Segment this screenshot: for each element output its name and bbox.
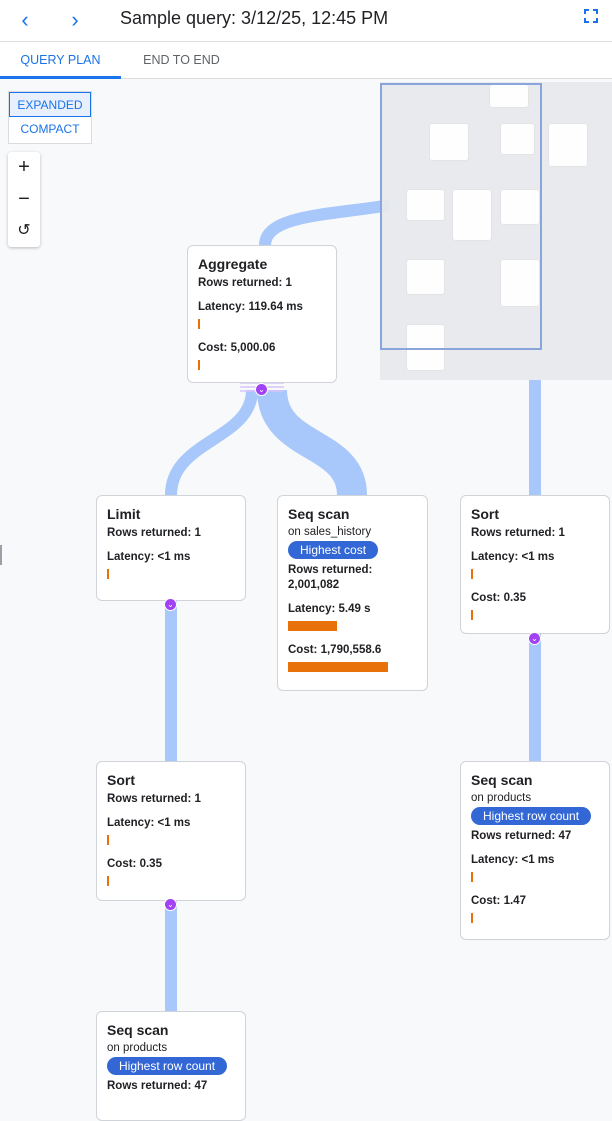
node-title: Limit	[107, 506, 141, 522]
zoom-out-button[interactable]: −	[18, 187, 30, 210]
node-subtitle: on products	[107, 1042, 168, 1054]
node-badge: Highest row count	[471, 807, 592, 825]
node-latency: Latency: <1 ms	[471, 551, 555, 563]
node-rows: Rows returned: 2,001,082	[288, 564, 373, 591]
edge-root-aggregate	[259, 199, 391, 246]
node-rows: Rows returned: 1	[198, 277, 292, 289]
node-subtitle: on sales_history	[288, 526, 372, 538]
node-title: Sort	[107, 772, 135, 788]
node-cost: Cost: 0.35	[107, 858, 162, 870]
cost-bar	[471, 913, 473, 923]
node-latency: Latency: 119.64 ms	[198, 301, 303, 313]
cost-bar	[471, 610, 473, 620]
latency-bar	[471, 569, 473, 579]
back-button[interactable]: ‹	[21, 7, 29, 32]
latency-bar	[107, 835, 109, 845]
fullscreen-icon[interactable]	[584, 9, 598, 23]
node-cost: Cost: 1.47	[471, 895, 526, 907]
tab-end-to-end[interactable]: END TO END	[143, 53, 220, 67]
node-rows: Rows returned: 47	[107, 1080, 208, 1092]
compact-button[interactable]: COMPACT	[20, 122, 80, 136]
node-latency: Latency: <1 ms	[107, 817, 191, 829]
node-badge: Highest cost	[288, 541, 379, 559]
zoom-controls: + − ↺	[8, 152, 40, 247]
node-rows: Rows returned: 1	[107, 793, 201, 805]
node-cost: Cost: 1,790,558.6	[288, 644, 382, 656]
tab-bar: QUERY PLAN END TO END	[0, 42, 612, 79]
node-title: Aggregate	[198, 256, 268, 272]
node-rows: Rows returned: 47	[471, 830, 572, 842]
collapse-children-icon[interactable]: ⌄	[164, 898, 177, 911]
node-cost: Cost: 0.35	[471, 592, 526, 604]
header: ‹ › Sample query: 3/12/25, 12:45 PM	[0, 0, 612, 42]
node-rows: Rows returned: 1	[471, 527, 565, 539]
latency-bar	[107, 569, 109, 579]
reset-zoom-button[interactable]: ↺	[17, 222, 31, 240]
edge-aggregate-limit	[165, 389, 258, 496]
collapse-children-icon[interactable]: ⌄	[255, 383, 268, 396]
latency-bar	[288, 621, 337, 631]
cost-bar	[107, 876, 109, 886]
node-title: Sort	[471, 506, 499, 522]
zoom-in-button[interactable]: +	[18, 156, 30, 178]
view-toggle: EXPANDED COMPACT	[8, 91, 92, 144]
node-cost: Cost: 5,000.06	[198, 342, 276, 354]
minimap[interactable]	[380, 82, 612, 380]
expanded-button[interactable]: EXPANDED	[9, 92, 91, 117]
scrollbar[interactable]	[0, 545, 2, 565]
edge-aggregate-seqscan	[257, 388, 367, 497]
collapse-children-icon[interactable]: ⌄	[528, 632, 541, 645]
node-latency: Latency: 5.49 s	[288, 603, 371, 615]
node-badge: Highest row count	[107, 1057, 228, 1075]
page-title: Sample query: 3/12/25, 12:45 PM	[120, 8, 389, 28]
node-title: Seq scan	[288, 506, 350, 522]
node-latency: Latency: <1 ms	[107, 551, 191, 563]
node-title: Seq scan	[471, 772, 533, 788]
node-subtitle: on products	[471, 792, 532, 804]
node-latency: Latency: <1 ms	[471, 854, 555, 866]
forward-button[interactable]: ›	[71, 7, 79, 32]
node-title: Seq scan	[107, 1022, 169, 1038]
cost-bar	[288, 662, 388, 672]
cost-bar	[198, 360, 200, 370]
node-rows: Rows returned: 1	[107, 527, 201, 539]
tab-query-plan[interactable]: QUERY PLAN	[0, 42, 121, 79]
minimap-viewport[interactable]	[380, 83, 542, 350]
collapse-children-icon[interactable]: ⌄	[164, 598, 177, 611]
latency-bar	[471, 872, 473, 882]
latency-bar	[198, 319, 200, 329]
